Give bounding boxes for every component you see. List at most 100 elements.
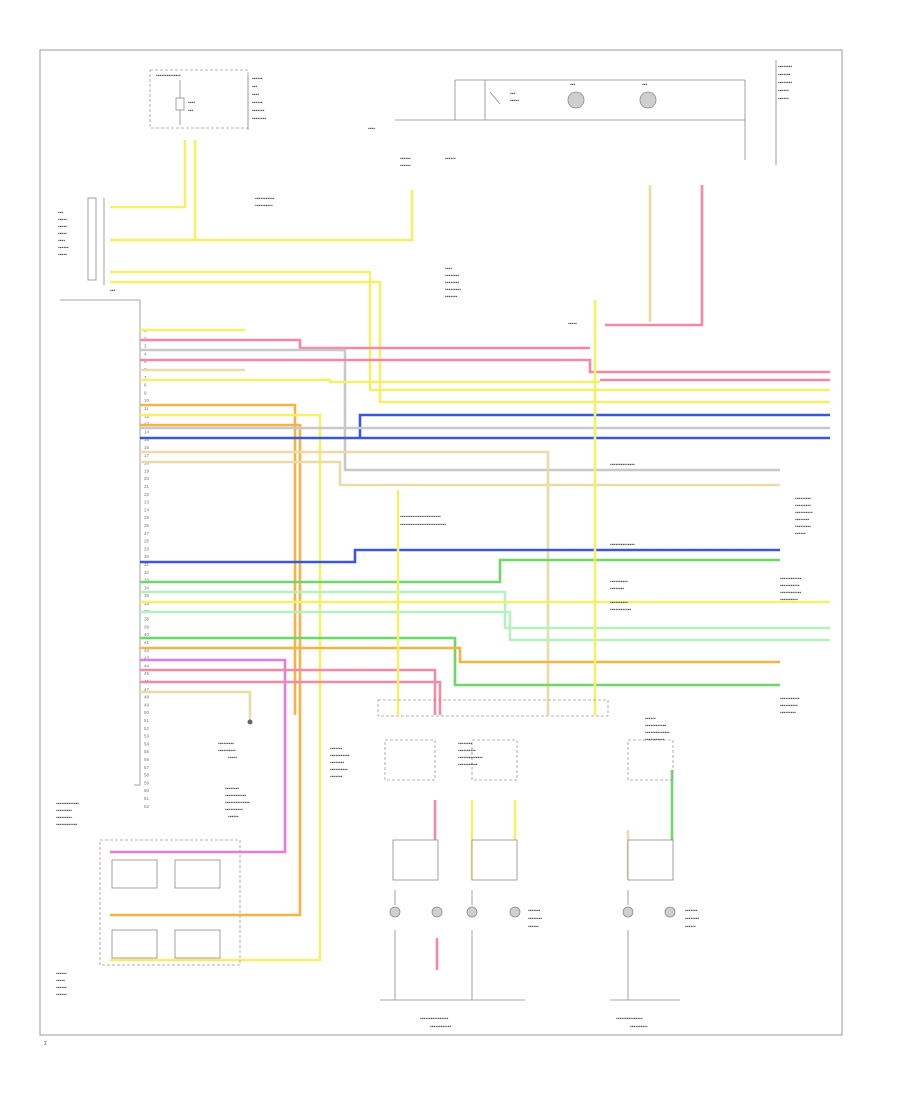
svg-text:▪▪▪▪▪▪▪▪▪▪▪: ▪▪▪▪▪▪▪▪▪▪▪ [780,583,800,589]
svg-text:▪▪▪▪▪▪▪▪▪▪: ▪▪▪▪▪▪▪▪▪▪ [255,203,273,209]
pin-number: 57 [144,765,150,770]
svg-text:▪▪▪▪▪▪▪▪▪: ▪▪▪▪▪▪▪▪▪ [56,815,72,821]
svg-text:▪▪▪▪▪▪▪▪: ▪▪▪▪▪▪▪▪ [685,916,699,922]
svg-text:▪▪▪▪▪▪▪▪: ▪▪▪▪▪▪▪▪ [778,80,792,86]
svg-text:▪▪▪▪▪▪▪▪▪▪▪▪: ▪▪▪▪▪▪▪▪▪▪▪▪ [645,723,666,729]
svg-text:▪▪▪▪▪▪▪▪: ▪▪▪▪▪▪▪▪ [225,786,239,792]
svg-text:▪▪▪▪▪▪▪▪▪▪▪▪▪: ▪▪▪▪▪▪▪▪▪▪▪▪▪ [56,801,79,807]
svg-text:▪▪▪▪▪▪▪▪▪▪: ▪▪▪▪▪▪▪▪▪▪ [330,767,348,773]
svg-text:▪▪▪▪▪▪▪▪▪▪▪▪▪▪▪: ▪▪▪▪▪▪▪▪▪▪▪▪▪▪▪ [616,1016,643,1022]
svg-text:▪▪▪▪▪: ▪▪▪▪▪ [228,755,237,761]
svg-text:▪▪▪▪: ▪▪▪▪ [445,266,452,272]
svg-text:▪▪▪▪: ▪▪▪▪ [252,92,259,98]
svg-text:▪▪▪▪▪▪▪: ▪▪▪▪▪▪▪ [330,746,343,752]
svg-text:▪▪▪: ▪▪▪ [510,91,516,97]
svg-text:▪▪▪▪▪▪▪▪▪: ▪▪▪▪▪▪▪▪▪ [795,524,811,530]
pin-number: 15 [144,437,150,442]
pin-number: 20 [144,476,150,481]
pin-number: 60 [144,788,150,793]
pin-number: 56 [144,757,150,762]
svg-text:▪▪▪▪▪▪▪▪▪▪▪▪: ▪▪▪▪▪▪▪▪▪▪▪▪ [430,1024,451,1030]
svg-text:▪▪▪▪▪▪: ▪▪▪▪▪▪ [58,245,69,251]
svg-text:▪▪▪▪▪▪: ▪▪▪▪▪▪ [228,814,239,820]
svg-text:▪▪▪▪▪▪▪: ▪▪▪▪▪▪▪ [685,908,698,914]
pin-number: 54 [144,741,150,746]
svg-text:▪▪▪▪▪▪▪: ▪▪▪▪▪▪▪ [445,294,458,300]
svg-text:▪▪▪▪▪▪▪▪: ▪▪▪▪▪▪▪▪ [610,586,624,592]
svg-text:▪▪▪: ▪▪▪ [58,210,64,216]
svg-text:▪▪▪▪▪▪▪▪: ▪▪▪▪▪▪▪▪ [330,760,344,766]
pin-number: 14 [144,429,150,434]
svg-text:▪▪▪▪▪▪▪▪▪▪: ▪▪▪▪▪▪▪▪▪▪ [458,748,476,754]
pin-number: 11 [144,406,149,411]
svg-text:▪▪▪▪▪▪▪▪: ▪▪▪▪▪▪▪▪ [252,116,266,122]
svg-text:▪▪▪▪▪▪▪▪: ▪▪▪▪▪▪▪▪ [528,916,542,922]
pin-number: 42 [144,648,150,653]
svg-text:▪▪▪▪▪▪: ▪▪▪▪▪▪ [252,76,263,82]
lower-modules: ▪▪▪▪▪▪▪▪▪▪▪▪▪▪▪▪ ▪▪▪▪▪▪▪▪▪▪▪▪ ▪▪▪▪▪▪▪▪▪▪… [377,699,699,1030]
pin-number: 48 [144,695,150,700]
svg-text:▪▪▪▪▪▪: ▪▪▪▪▪▪ [645,716,656,722]
top-switch-group: ▪▪▪ ▪▪▪▪▪ ▪▪▪ ▪▪▪ ▪▪▪▪ ▪▪▪▪▪▪▪▪ ▪▪▪▪▪▪▪ … [368,60,792,165]
svg-text:▪▪▪▪: ▪▪▪▪ [188,100,195,106]
svg-text:▪▪▪: ▪▪▪ [110,288,116,294]
svg-text:▪▪▪▪▪: ▪▪▪▪▪ [58,217,67,223]
pin-number: 61 [144,796,150,801]
svg-text:▪▪▪▪▪▪▪▪▪▪▪: ▪▪▪▪▪▪▪▪▪▪▪ [780,696,800,702]
svg-text:▪▪▪▪▪▪▪▪▪▪▪▪▪▪▪▪▪▪▪▪▪▪▪: ▪▪▪▪▪▪▪▪▪▪▪▪▪▪▪▪▪▪▪▪▪▪▪ [400,514,441,520]
svg-text:▪▪▪▪▪▪: ▪▪▪▪▪▪ [252,100,263,106]
svg-text:▪▪▪▪▪▪▪▪▪: ▪▪▪▪▪▪▪▪▪ [780,710,796,716]
svg-text:▪▪▪▪▪: ▪▪▪▪▪ [56,978,65,984]
svg-text:▪▪▪▪▪▪▪▪▪: ▪▪▪▪▪▪▪▪▪ [218,741,234,747]
svg-text:▪▪▪▪▪▪: ▪▪▪▪▪▪ [56,985,67,991]
pin-number: 59 [144,780,150,785]
pin-number: 19 [144,468,150,473]
pin-number: 4 [144,351,147,356]
pin-number: 33 [144,578,150,583]
pin-number: 44 [144,663,150,668]
svg-text:▪▪▪▪▪▪▪▪▪▪▪: ▪▪▪▪▪▪▪▪▪▪▪ [330,753,350,759]
svg-text:▪▪▪▪▪▪▪: ▪▪▪▪▪▪▪ [528,908,541,914]
pin-number: 28 [144,539,150,544]
svg-text:▪▪▪▪▪▪: ▪▪▪▪▪▪ [56,992,67,998]
pin-number: 47 [144,687,150,692]
svg-text:▪▪▪▪▪▪: ▪▪▪▪▪▪ [795,531,806,537]
svg-text:▪▪▪▪: ▪▪▪▪ [368,126,375,132]
svg-text:▪▪▪▪▪▪: ▪▪▪▪▪▪ [56,971,67,977]
svg-text:▪▪▪: ▪▪▪ [570,82,576,88]
pin-number: 26 [144,523,150,528]
pin-number: 51 [144,718,150,723]
pin-number: 62 [144,804,150,809]
pin-number: 24 [144,507,150,512]
svg-text:▪▪▪▪▪▪: ▪▪▪▪▪▪ [685,924,696,930]
pin-number: 41 [144,640,150,645]
pin-number: 49 [144,702,150,707]
pin-number: 7 [144,375,147,380]
pin-number: 53 [144,734,150,739]
pin-number: 38 [144,617,150,622]
diagram-frame [39,49,843,1036]
svg-text:▪▪▪▪▪▪▪▪▪▪: ▪▪▪▪▪▪▪▪▪▪ [225,807,243,813]
pin-number: 8 [144,383,147,388]
svg-text:▪▪▪▪▪▪▪▪: ▪▪▪▪▪▪▪▪ [795,517,809,523]
svg-text:▪▪▪▪▪: ▪▪▪▪▪ [568,321,577,327]
svg-text:▪▪▪▪▪▪▪▪▪▪: ▪▪▪▪▪▪▪▪▪▪ [795,510,813,516]
svg-text:▪▪▪▪: ▪▪▪▪ [58,238,65,244]
pin-number: 29 [144,546,150,551]
svg-text:▪▪▪▪▪▪▪▪▪▪▪▪▪▪▪▪: ▪▪▪▪▪▪▪▪▪▪▪▪▪▪▪▪ [420,1016,449,1022]
svg-text:▪▪▪▪▪▪▪▪▪▪▪▪▪▪▪▪▪▪▪▪▪▪▪▪▪▪: ▪▪▪▪▪▪▪▪▪▪▪▪▪▪▪▪▪▪▪▪▪▪▪▪▪▪ [400,522,446,528]
svg-text:▪▪▪▪▪▪▪▪▪▪▪▪▪▪: ▪▪▪▪▪▪▪▪▪▪▪▪▪▪ [156,73,181,79]
svg-text:▪▪▪▪▪▪▪▪▪▪: ▪▪▪▪▪▪▪▪▪▪ [630,1024,648,1030]
svg-text:▪▪▪▪▪▪▪▪: ▪▪▪▪▪▪▪▪ [458,741,472,747]
pin-number: 50 [144,710,150,715]
lamp-icon [567,91,585,109]
pin-number: 27 [144,531,150,536]
pin-number: 36 [144,601,150,606]
upper-connector: ▪▪▪ ▪▪▪▪▪ ▪▪▪▪▪ ▪▪▪▪▪ ▪▪▪▪ ▪▪▪▪▪▪ ▪▪▪▪▪ … [58,197,116,294]
svg-text:▪▪▪▪▪▪▪▪▪▪: ▪▪▪▪▪▪▪▪▪▪ [610,579,628,585]
pin-number: 31 [144,562,150,567]
pin-number: 40 [144,632,150,637]
pin-number: 39 [144,624,150,629]
svg-text:▪▪▪▪▪▪: ▪▪▪▪▪▪ [445,156,456,162]
